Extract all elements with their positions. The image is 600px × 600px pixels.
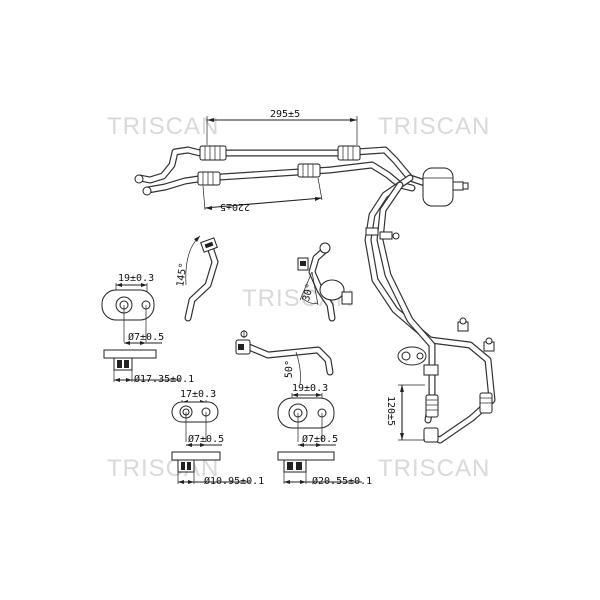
fitting-c-width-text: 19±0.3 bbox=[292, 383, 328, 394]
angle-50-text: 50° bbox=[284, 360, 296, 378]
angle-30-text: 30° bbox=[301, 282, 316, 302]
fitting-detail-b: 17±0.3 Ø7±0.5 Ø10.95 bbox=[171, 389, 264, 487]
angle-145-text: 145° bbox=[175, 262, 189, 287]
watermark-top-right: TRISCAN bbox=[378, 113, 491, 140]
fitting-b-width-text: 17±0.3 bbox=[180, 389, 216, 400]
fitting-a-width-text: 19±0.3 bbox=[118, 273, 154, 284]
main-hose-assembly bbox=[134, 145, 496, 444]
fitting-c-hole-text: Ø7±0.5 bbox=[302, 433, 338, 445]
fitting-b-diameter-text: Ø10.95±0.1 bbox=[204, 475, 264, 487]
watermark-top-left: TRISCAN bbox=[107, 113, 220, 140]
dimension-lower-length: 220±5 bbox=[202, 177, 323, 212]
fitting-a-hole-text: Ø7±0.5 bbox=[128, 331, 164, 343]
dimension-lower-length-text: 220±5 bbox=[220, 201, 250, 212]
dimension-vertical-length: 120±5 bbox=[385, 384, 425, 441]
fitting-c-diameter-text: Ø20.55±0.1 bbox=[312, 475, 372, 487]
watermark-bottom-right: TRISCAN bbox=[378, 455, 491, 482]
dimension-top-length: 295±5 bbox=[206, 109, 358, 145]
dimension-top-length-text: 295±5 bbox=[270, 109, 300, 120]
fitting-a-diameter-text: Ø17.35±0.1 bbox=[134, 373, 194, 385]
vertical-length-text: 120±5 bbox=[385, 396, 396, 426]
receiver-drier bbox=[422, 167, 454, 207]
detail-bend-145: 145° bbox=[175, 235, 219, 322]
fitting-detail-a: 19±0.3 Ø7±0.5 Ø17.35 bbox=[101, 273, 194, 385]
fitting-detail-c: 19±0.3 Ø7±0.5 Ø20.55 bbox=[277, 383, 372, 487]
fitting-b-hole-text: Ø7±0.5 bbox=[188, 433, 224, 445]
detail-tube-50: 50° bbox=[235, 330, 334, 385]
detail-fitting-30: 30° bbox=[297, 242, 353, 322]
